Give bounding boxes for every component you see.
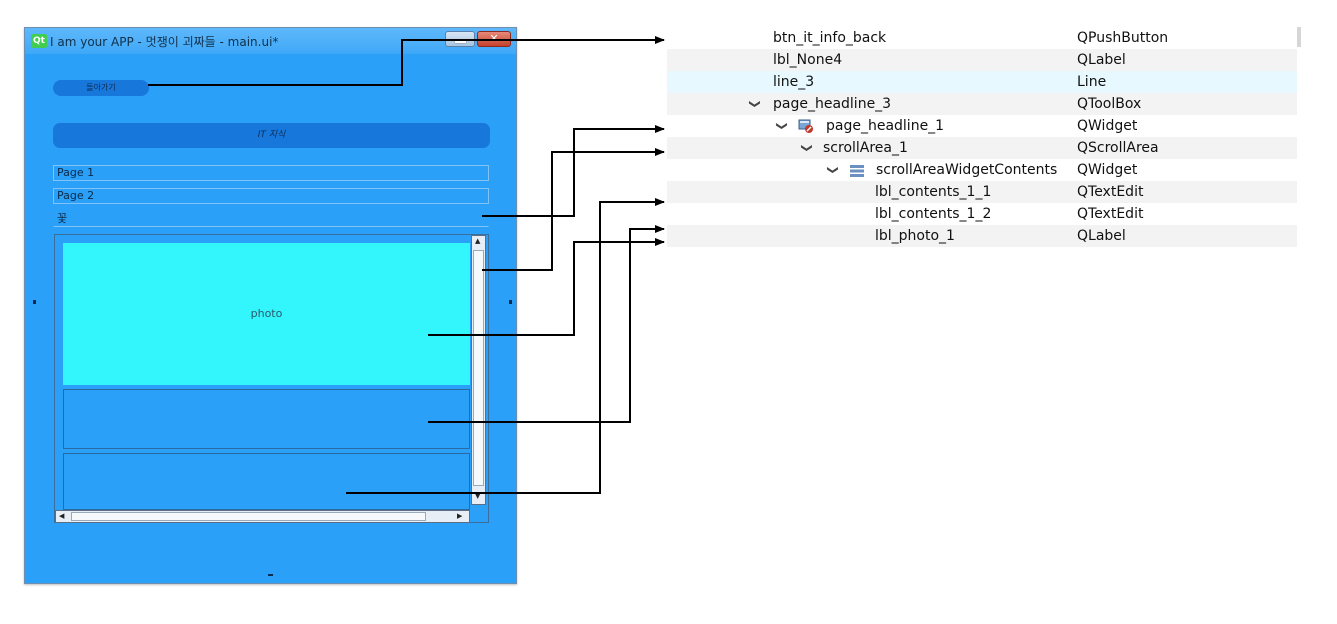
horizontal-scroll-thumb[interactable] [71,512,426,521]
tree-row[interactable]: ❯ page_headline_3 QToolBox [667,93,1297,115]
object-name: line_3 [773,74,815,90]
scroll-up-icon[interactable]: ▲ [475,237,481,245]
scroll-left-icon[interactable]: ◀ [59,512,65,520]
object-class: QPushButton [1077,30,1169,46]
object-class: Line [1077,74,1107,90]
object-class: QWidget [1077,162,1138,178]
designer-form-window: Qt I am your APP - 멋쟁이 괴짜들 - main.ui* ✕ … [24,27,517,584]
tree-row[interactable]: ❯ scrollAreaWidgetContents QWidget [667,159,1297,181]
vertical-scrollbar[interactable]: ▲ ▼ [471,235,486,505]
object-name: lbl_contents_1_1 [875,184,992,200]
back-button[interactable]: 돌아가기 [53,80,149,96]
object-class: QLabel [1077,228,1126,244]
tree-row[interactable]: ❯ page_headline_1 QWidget [667,115,1297,137]
scroll-area-widget-icon [849,163,865,177]
tree-row[interactable]: lbl_contents_1_1 QTextEdit [667,181,1297,203]
object-class: QTextEdit [1077,184,1144,200]
object-class: QWidget [1077,118,1138,134]
object-name: page_headline_3 [773,96,892,112]
photo-label: photo [63,243,470,385]
arrow-back-button [148,36,665,86]
object-inspector-tree: btn_it_info_back QPushButton lbl_None4 Q… [667,27,1301,253]
object-name: page_headline_1 [826,118,945,134]
arrow-contents-1 [428,225,665,423]
object-class: QScrollArea [1077,140,1159,156]
horizontal-scrollbar[interactable]: ◀ ▶ [55,510,470,523]
widget-icon [798,118,813,133]
tree-row[interactable]: lbl_contents_1_2 QTextEdit [667,203,1297,225]
toolbox-page-1-tab[interactable]: Page 1 [53,165,489,181]
object-class: QTextEdit [1077,206,1144,222]
resize-handle-bottom[interactable] [268,574,273,576]
resize-handle-right[interactable] [509,300,512,304]
object-class: QToolBox [1077,96,1142,112]
object-name: lbl_None4 [773,52,843,68]
scroll-down-icon[interactable]: ▼ [475,492,481,500]
window-title: I am your APP - 멋쟁이 괴짜들 - main.ui* [50,35,279,49]
arrow-scroll-area [482,148,665,271]
object-name: scrollArea_1 [823,140,908,156]
object-name: btn_it_info_back [773,30,887,46]
qt-logo-icon: Qt [31,34,47,48]
tree-row[interactable]: btn_it_info_back QPushButton [667,27,1297,49]
object-name: lbl_contents_1_2 [875,206,992,222]
arrow-photo [428,238,665,336]
object-name: lbl_photo_1 [875,228,955,244]
tree-row[interactable]: ❯ scrollArea_1 QScrollArea [667,137,1297,159]
arrow-toolbox-page [482,125,665,217]
resize-handle-left[interactable] [33,300,36,304]
contents-text-edit-1[interactable] [63,389,470,449]
arrow-contents-2 [346,198,665,494]
tree-row-selected[interactable]: line_3 Line [667,71,1297,93]
minimize-icon [455,41,466,43]
scroll-right-icon[interactable]: ▶ [457,512,463,520]
tree-row[interactable]: lbl_None4 QLabel [667,49,1297,71]
object-name: scrollAreaWidgetContents [876,162,1058,178]
object-class: QLabel [1077,52,1126,68]
it-knowledge-button[interactable]: IT 지식 [53,123,490,148]
toolbox-page-2-tab[interactable]: Page 2 [53,188,489,204]
toolbox-page-flower-tab[interactable]: 꽃 [53,211,489,227]
tree-scrollbar[interactable] [1297,27,1301,47]
tree-row[interactable]: lbl_photo_1 QLabel [667,225,1297,247]
contents-text-edit-2[interactable] [63,453,470,510]
vertical-scroll-thumb[interactable] [473,250,484,486]
